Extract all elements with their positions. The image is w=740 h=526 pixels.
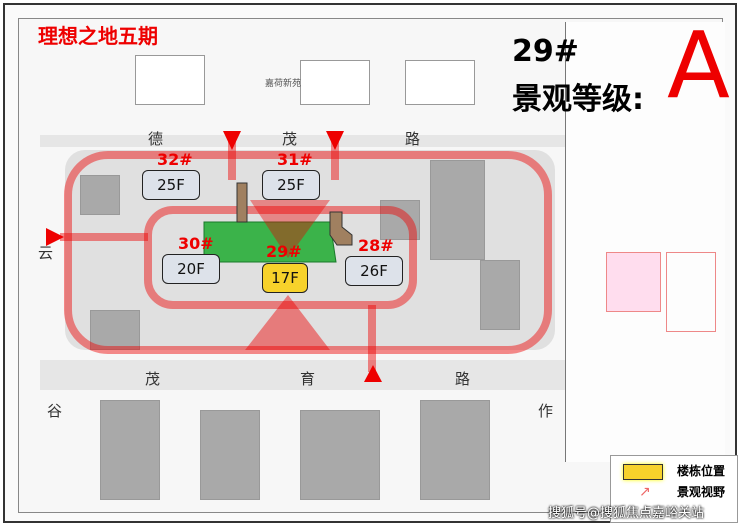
road-char: 茂 — [282, 130, 298, 148]
drawing-title-block — [565, 22, 725, 462]
building-id: 29# — [512, 34, 579, 69]
stamp — [666, 252, 716, 332]
view-arrow-icon: ↗ — [639, 484, 651, 500]
road-bottom — [40, 360, 565, 390]
road-char: 德 — [148, 130, 164, 148]
entry-arrow-icon — [223, 131, 241, 150]
existing-building — [430, 160, 485, 260]
road-char: 作 — [538, 402, 554, 420]
existing-building — [420, 400, 490, 500]
watermark: 搜狐号@搜狐焦点嘉峪关站 — [548, 506, 705, 521]
road-char: 路 — [455, 370, 471, 388]
existing-building — [80, 175, 120, 215]
entry-roads — [60, 140, 376, 372]
stamp — [606, 252, 661, 312]
building-number: 28# — [358, 236, 394, 255]
building-29[interactable]: 17F — [262, 263, 308, 293]
entry-arrow-icon — [364, 365, 382, 382]
building-number: 31# — [277, 150, 313, 169]
building-outline — [236, 182, 248, 223]
existing-building — [380, 200, 420, 240]
existing-building — [100, 400, 160, 500]
existing-building — [300, 410, 380, 500]
building-outline — [329, 211, 353, 246]
legend: 楼栋位置 ↗ 景观视野 — [610, 455, 738, 523]
north-building — [135, 55, 205, 105]
building-number: 29# — [266, 242, 302, 261]
road-char: 云 — [38, 244, 54, 262]
green-space — [203, 221, 337, 263]
existing-building — [200, 410, 260, 500]
building-number: 32# — [157, 150, 193, 169]
entry-arrows — [46, 131, 382, 382]
road-char: 路 — [405, 130, 421, 148]
legend-view-label: 景观视野 — [677, 485, 726, 499]
view-cone-north — [250, 200, 330, 258]
legend-swatch-position — [623, 464, 663, 480]
view-cone-south — [245, 295, 330, 350]
north-building — [300, 60, 370, 105]
building-31[interactable]: 25F — [262, 170, 320, 200]
north-building — [405, 60, 475, 105]
building-28[interactable]: 26F — [345, 256, 403, 286]
grade-label: 景观等级: — [512, 82, 644, 117]
outer-road-loop — [64, 151, 552, 354]
building-30[interactable]: 20F — [162, 254, 220, 284]
road-char: 育 — [300, 370, 316, 388]
existing-building — [480, 260, 520, 330]
existing-building — [90, 310, 140, 350]
project-title: 理想之地五期 — [38, 24, 158, 48]
legend-position-label: 楼栋位置 — [677, 464, 726, 478]
road-top — [40, 135, 570, 147]
entry-arrow-icon — [46, 228, 64, 246]
road-char: 谷 — [47, 402, 63, 420]
entry-arrow-icon — [326, 131, 344, 150]
road-char: 茂 — [145, 370, 161, 388]
inner-road-loop — [144, 206, 417, 309]
grade-value: A — [667, 12, 730, 119]
north-estate-label: 嘉荷新苑 — [265, 79, 302, 89]
building-number: 30# — [178, 234, 214, 253]
building-32[interactable]: 25F — [142, 170, 200, 200]
